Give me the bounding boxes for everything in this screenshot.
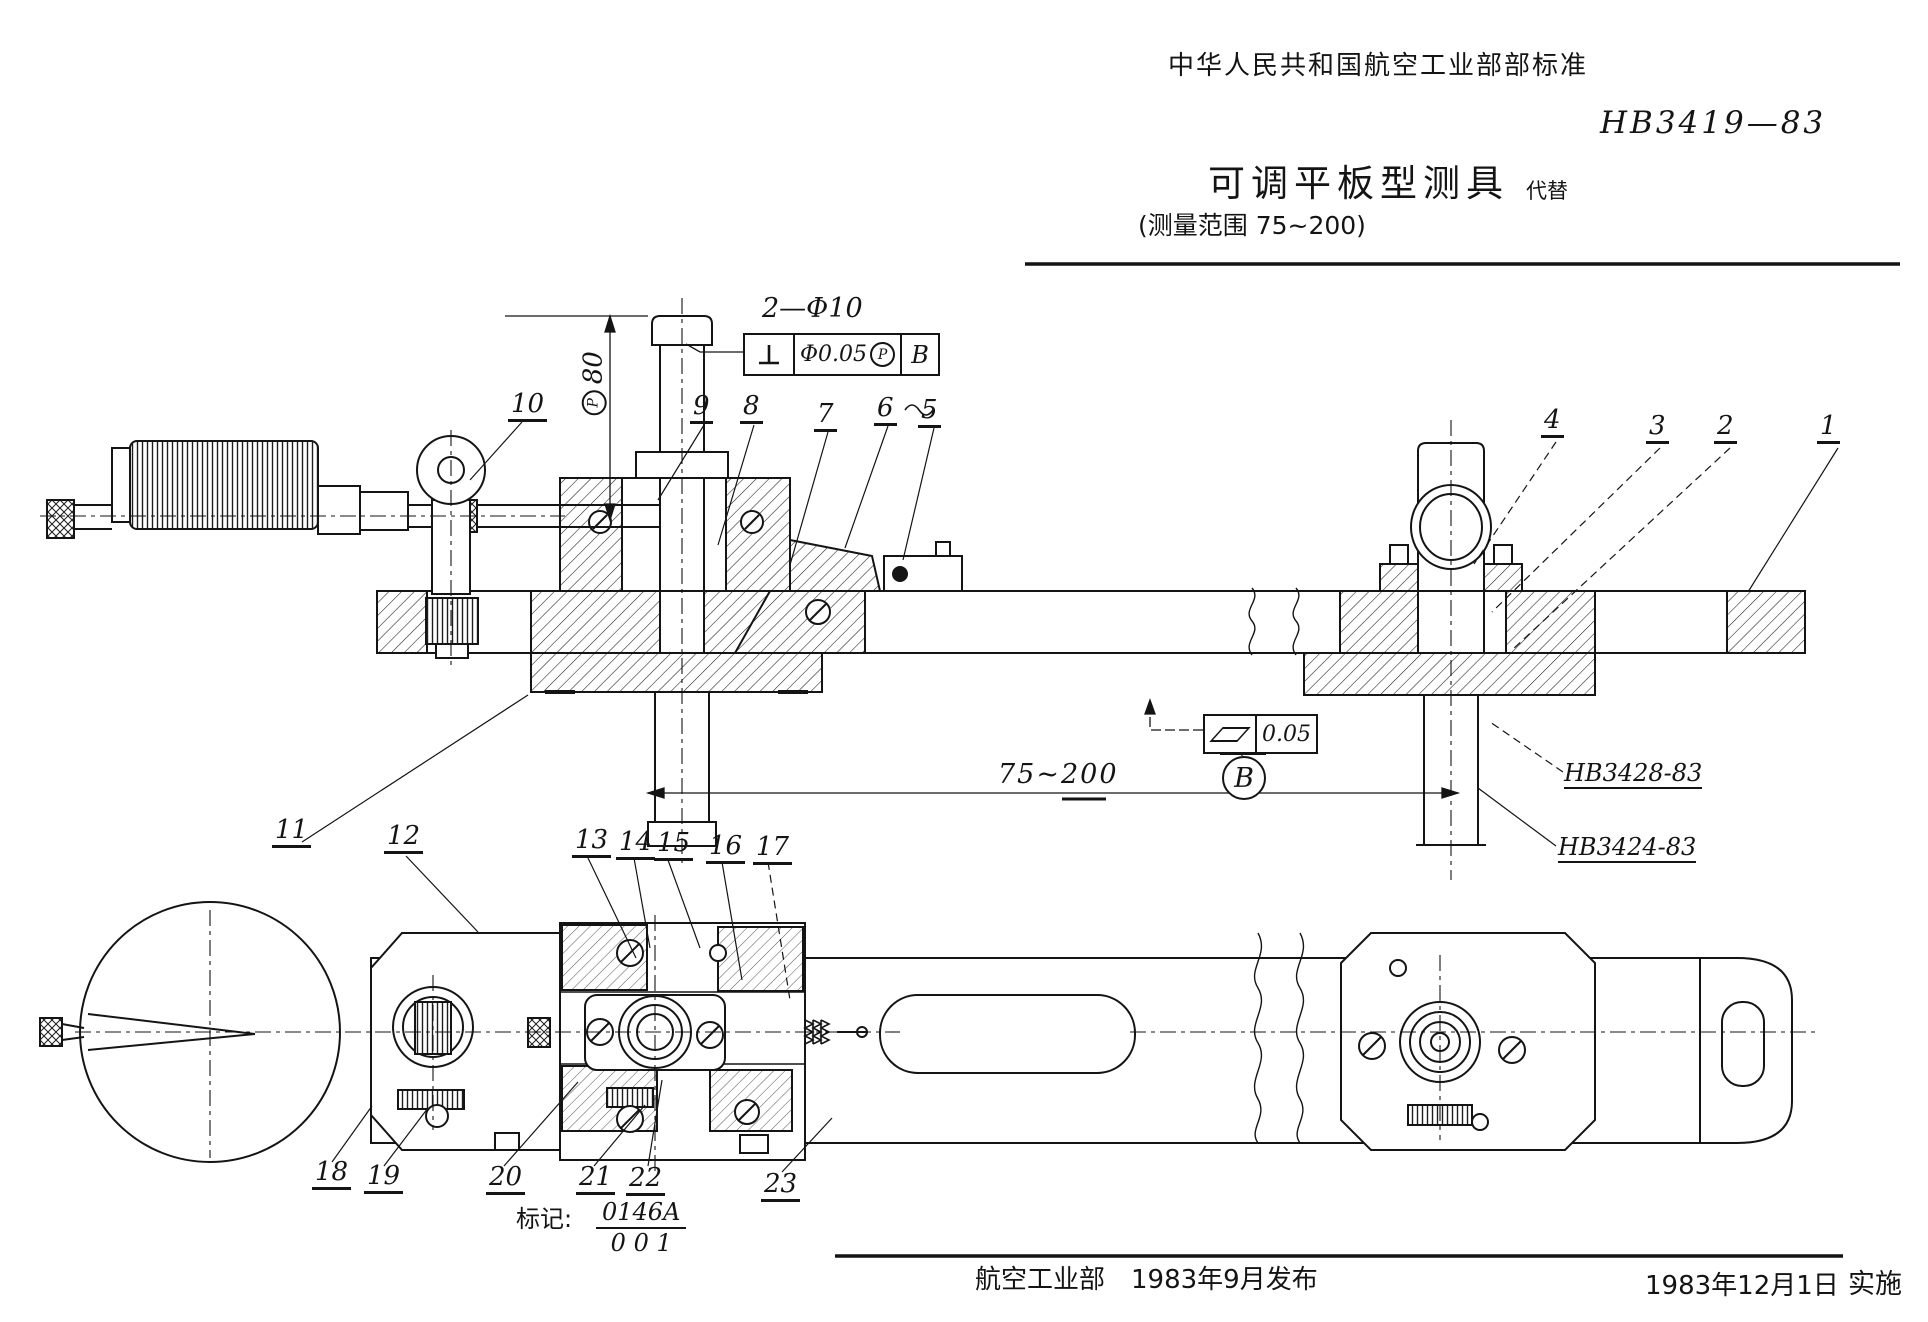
perpendicularity-icon — [745, 335, 795, 374]
part-label-21: 21 — [576, 1163, 616, 1195]
reference-hb3428: HB3428-83 — [1564, 760, 1703, 790]
part-label-5: 5 — [918, 396, 941, 428]
flatness-value: 0.05 — [1262, 721, 1311, 747]
part-label-8: 8 — [740, 392, 763, 424]
part-label-14: 14 — [616, 828, 656, 860]
part-label-20: 20 — [486, 1163, 526, 1195]
marking-label: 标记: — [516, 1205, 573, 1233]
part-label-12: 12 — [384, 822, 424, 854]
replaces-label: 代替 — [1526, 179, 1568, 203]
part-label-7: 7 — [814, 400, 837, 432]
part-label-2: 2 — [1714, 412, 1737, 444]
flatness-icon — [1205, 716, 1257, 752]
part-label-16: 16 — [706, 832, 746, 864]
footer-publish: 航空工业部 1983年9月发布 — [975, 1266, 1318, 1295]
sheet-rules — [835, 262, 1900, 1258]
part-label-23: 23 — [761, 1170, 801, 1202]
projected-height-value: 80 — [578, 351, 609, 385]
part-label-19: 19 — [364, 1162, 404, 1194]
side-view — [40, 298, 1806, 880]
drawing-title: 可调平板型测具 — [1208, 162, 1509, 205]
footer-issuer: 航空工业部 — [975, 1265, 1106, 1295]
plan-view — [39, 901, 1820, 1172]
footer-published: 1983年9月发布 — [1131, 1265, 1318, 1295]
part-label-18: 18 — [312, 1158, 352, 1190]
part-label-6: 6 — [874, 394, 897, 426]
part-label-1: 1 — [1817, 412, 1840, 444]
perpendicularity-tolerance: Φ0.05 — [800, 342, 868, 367]
marking-code-lower: 0 0 1 — [610, 1229, 672, 1257]
marking-code: 0146A 0 0 1 — [596, 1198, 687, 1257]
standard-authority: 中华人民共和国航空工业部部标准 — [1168, 51, 1589, 81]
part-label-9: 9 — [690, 392, 713, 424]
footer-status: 实施 — [1848, 1269, 1902, 1300]
footer-effective-date: 1983年12月1日 — [1645, 1271, 1839, 1301]
part-label-17: 17 — [753, 833, 793, 865]
part-label-11: 11 — [272, 816, 312, 848]
leader-lines — [301, 421, 1839, 1173]
part-label-13: 13 — [572, 826, 612, 858]
part-label-4: 4 — [1541, 406, 1564, 438]
standard-number: HB3419—83 — [1600, 105, 1827, 141]
projected-modifier-icon: P — [581, 390, 607, 416]
projected-height-dim: P 80 — [548, 351, 640, 416]
part-label-22: 22 — [626, 1164, 666, 1196]
perpendicularity-datum: B — [911, 340, 929, 369]
range-dimension: 75~200 — [998, 759, 1119, 790]
part-label-10: 10 — [508, 390, 548, 422]
reference-hb3424: HB3424-83 — [1558, 834, 1697, 864]
part-label-3: 3 — [1646, 412, 1669, 444]
flatness-frame: 0.05 — [1203, 714, 1318, 754]
projected-tolerance-icon: P — [870, 342, 896, 367]
marking-code-upper: 0146A — [596, 1198, 687, 1229]
part-label-15: 15 — [654, 829, 694, 861]
drawing-subtitle: (测量范围 75~200) — [1138, 211, 1366, 240]
holes-callout: 2—Φ10 — [762, 293, 863, 324]
datum-b-symbol: B — [1222, 756, 1266, 800]
perpendicularity-frame: Φ0.05 P B — [743, 333, 941, 376]
